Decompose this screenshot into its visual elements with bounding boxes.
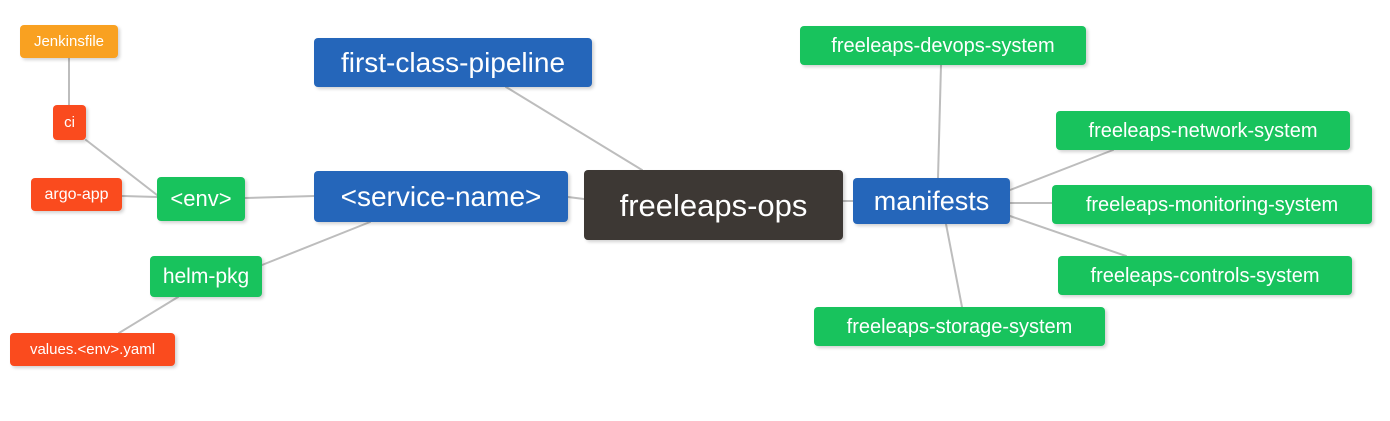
node-values-yaml[interactable]: values.<env>.yaml: [10, 333, 175, 366]
node-jenkinsfile[interactable]: Jenkinsfile: [20, 25, 118, 58]
node-service-name[interactable]: <service-name>: [314, 171, 568, 222]
node-storage-system[interactable]: freeleaps-storage-system: [814, 307, 1105, 346]
edge-service-name-to-freeleaps-ops: [567, 196, 585, 200]
node-argo-app[interactable]: argo-app: [31, 178, 122, 211]
node-monitoring-system[interactable]: freeleaps-monitoring-system: [1052, 185, 1372, 224]
node-devops-system[interactable]: freeleaps-devops-system: [800, 26, 1086, 65]
edge-argo-app-to-env: [121, 195, 158, 198]
edge-manifests-to-network-system: [1009, 149, 1114, 191]
node-ci[interactable]: ci: [53, 105, 86, 140]
node-network-system[interactable]: freeleaps-network-system: [1056, 111, 1350, 150]
edge-helm-pkg-to-service-name: [261, 221, 371, 266]
node-helm-pkg[interactable]: helm-pkg: [150, 256, 262, 297]
edge-env-to-service-name: [244, 195, 315, 199]
node-controls-system[interactable]: freeleaps-controls-system: [1058, 256, 1352, 295]
edge-manifests-to-storage-system: [945, 223, 963, 308]
node-env[interactable]: <env>: [157, 177, 245, 221]
edge-first-class-pipeline-to-freeleaps-ops: [505, 86, 643, 171]
node-freeleaps-ops[interactable]: freeleaps-ops: [584, 170, 843, 240]
node-first-class-pipeline[interactable]: first-class-pipeline: [314, 38, 592, 87]
edge-manifests-to-devops-system: [937, 64, 942, 179]
edge-values-yaml-to-helm-pkg: [118, 296, 179, 334]
node-manifests[interactable]: manifests: [853, 178, 1010, 224]
